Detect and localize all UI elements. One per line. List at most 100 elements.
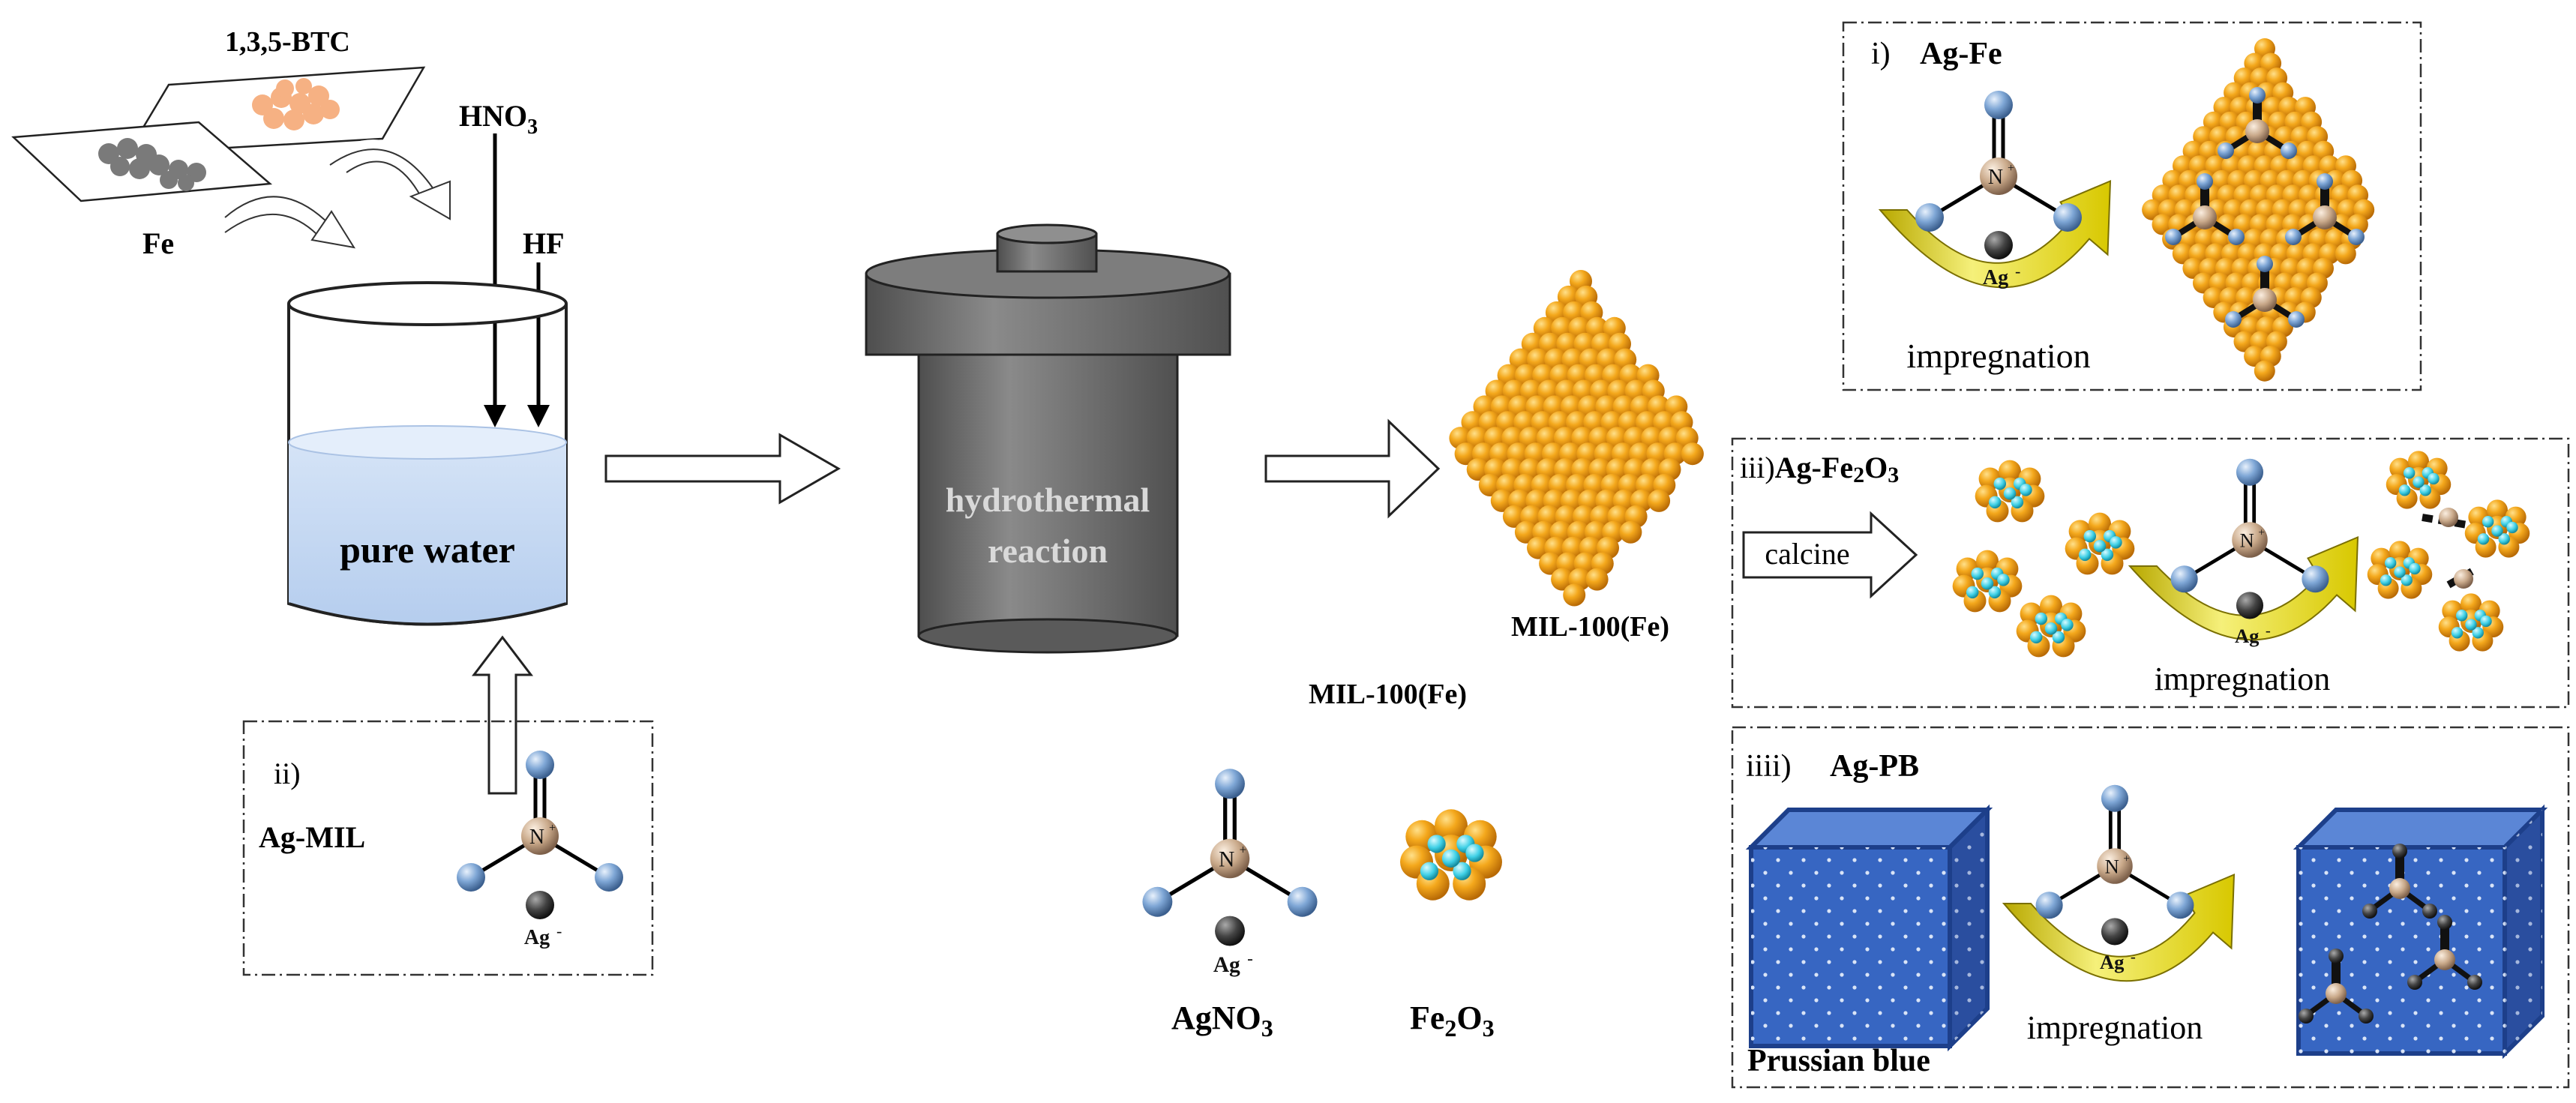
oxygen-atom (1984, 91, 2013, 119)
to-autoclave-arrow (604, 433, 841, 505)
silver-atom (2437, 915, 2452, 930)
oxygen-site (2078, 548, 2092, 562)
oxygen-site (1981, 577, 1994, 590)
impregnation-arrow (1878, 179, 2112, 289)
oxygen-atom (2249, 87, 2266, 103)
oxygen-atom (2053, 203, 2082, 232)
fe-sphere (1527, 536, 1549, 559)
nitrogen-atom (1210, 838, 1250, 879)
mil-legend-label: MIL-100(Fe) (1309, 679, 1467, 710)
nitrogen-atom (521, 817, 559, 855)
ag-fe-title: Ag-Fe (1920, 37, 2002, 71)
fe-sphere (2040, 595, 2062, 618)
add-agno3-arrow (471, 635, 534, 795)
oxygen-atom (595, 863, 623, 892)
silver-atom (2407, 975, 2422, 990)
fe-sphere (1999, 460, 2021, 483)
oxygen-site (2083, 529, 2097, 543)
fe-sphere (2152, 214, 2173, 235)
silver-atom (2101, 918, 2129, 946)
silver-atom (526, 891, 554, 919)
oxygen-site (2455, 610, 2468, 622)
cube-texture (2505, 810, 2542, 1054)
fe-sphere (2089, 512, 2111, 535)
fe-sphere (1514, 520, 1537, 544)
prussian-blue-label: Prussian blue (1747, 1044, 1930, 1078)
fe-sphere (1585, 568, 1609, 591)
cube-top-face (1745, 808, 1993, 850)
hydrothermal-label-2: reaction (988, 532, 1108, 570)
fe-sphere (1681, 442, 1704, 466)
ag-pb-step-label: impregnation (2027, 1009, 2203, 1046)
cube-texture (1751, 847, 1950, 1046)
fe-sphere (1563, 583, 1586, 607)
oxygen-atom (1915, 203, 1944, 232)
oxygen-atom (1215, 769, 1245, 799)
ag-fe-crystal (2142, 38, 2375, 382)
oxygen-atom (2170, 565, 2198, 593)
oxygen-site (2044, 622, 2058, 635)
oxygen-site (1427, 835, 1446, 853)
silver-symbol: Ag (2100, 951, 2125, 973)
oxygen-site (2403, 467, 2416, 479)
oxygen-site (1988, 496, 2002, 509)
fe-sphere (2389, 541, 2410, 562)
oxygen-site (2110, 536, 2122, 549)
fe-sphere (1435, 809, 1468, 843)
nitrogen-atom (2253, 288, 2277, 312)
fe2o3-particle (1400, 809, 1502, 901)
nitrogen-atom (2326, 983, 2347, 1004)
oxygen-atom (2218, 142, 2234, 159)
fe-sphere (2233, 331, 2255, 352)
ag-pb-title: Ag-PB (1830, 749, 1919, 784)
oxygen-site (2380, 574, 2392, 586)
beaker (287, 281, 568, 626)
calcine-label: calcine (1765, 537, 1849, 571)
hydrothermal-label-1: hydrothermal (946, 481, 1150, 519)
ag-fe-number: i) (1871, 37, 1891, 71)
oxygen-atom (2167, 892, 2194, 919)
oxygen-atom (2302, 565, 2329, 593)
impregnation-arrow (2002, 873, 2236, 982)
ag-fe2o3-particles (2367, 451, 2530, 652)
silver-charge: - (1247, 949, 1253, 968)
oxygen-site (2465, 619, 2477, 631)
oxygen-site (2401, 574, 2413, 586)
oxygen-site (1441, 849, 1461, 868)
silver-atom (2392, 844, 2407, 859)
silver-atom (2359, 1009, 2374, 1024)
nitrogen-symbol: N (1219, 848, 1234, 872)
ag-mil-panel (242, 720, 654, 976)
nitrogen-atom (2313, 205, 2337, 229)
fe-sphere (1976, 550, 1999, 573)
nitrogen-atom (2245, 119, 2269, 143)
oxygen-site (2052, 631, 2065, 644)
ag-mil-title: Ag-MIL (259, 820, 365, 854)
fe2o3-particles (1952, 460, 2135, 658)
to-mil-arrow (1264, 418, 1441, 519)
oxygen-site (2491, 525, 2503, 537)
ag-fe2o3-step-label: impregnation (2155, 661, 2331, 697)
fe-sphere (1502, 505, 1525, 528)
oxygen-site (1997, 574, 2010, 586)
nitrogen-charge: + (2258, 526, 2265, 538)
ag-fe-panel (1842, 21, 2422, 391)
oxygen-site (2394, 566, 2406, 578)
hno3-label: HNO3 (459, 99, 538, 139)
ag-pb-panel (1731, 726, 2570, 1089)
oxygen-atom (2165, 229, 2182, 245)
ag-fe-step-label: impregnation (1906, 337, 2090, 375)
oxygen-site (2413, 476, 2425, 488)
nitrogen-symbol: N (2105, 856, 2119, 878)
ag-fe2o3-panel (1731, 437, 2570, 709)
water-volume (289, 431, 566, 625)
oxygen-site (2003, 487, 2017, 500)
oxygen-atom (1142, 886, 1173, 917)
hf-label: HF (523, 226, 565, 260)
hydrothermal-autoclave (865, 223, 1231, 654)
ag-fe2o3-title: iii)Ag-Fe2O3 (1740, 451, 1899, 487)
silver-atom (2422, 904, 2437, 919)
fe-sphere (1648, 489, 1671, 512)
pure-water-label: pure water (340, 529, 515, 571)
